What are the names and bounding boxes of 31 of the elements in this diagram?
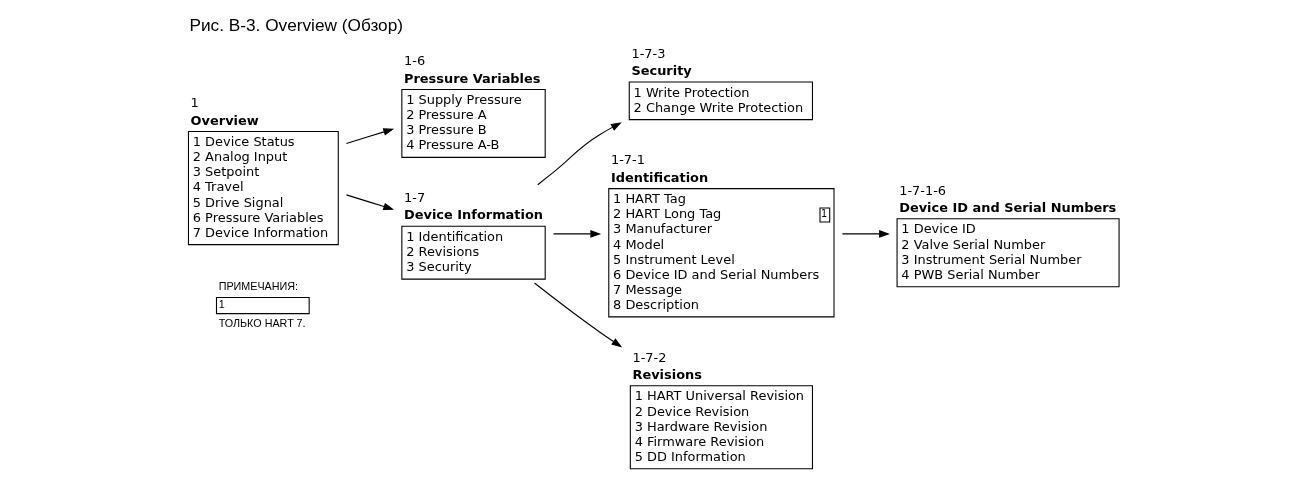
node-box: 1 Identification 2 Revisions 3 Security: [400, 225, 546, 280]
arrow: [536, 122, 622, 186]
node-label: 1-7-3: [630, 45, 665, 61]
arrow: [345, 128, 394, 145]
node-box: 1 Write Protection 2 Change Write Protection: [628, 81, 813, 121]
node-label: Pressure Variables: [403, 70, 541, 86]
node-label: Identification: [610, 169, 708, 185]
arrow: [533, 282, 622, 348]
label: ПРИМЕЧАНИЯ:: [218, 279, 298, 292]
arrow: [345, 194, 394, 211]
node-label: Revisions: [631, 366, 702, 382]
node-label: Overview: [190, 112, 259, 128]
node-label: 1-7: [403, 190, 425, 206]
arrow: [552, 230, 601, 238]
node-label: 1: [190, 95, 199, 111]
node-label: 1-7-1-6: [898, 182, 946, 198]
node-box: 1 Device Status 2 Analog Input 3 Setpoint 4 Travel 5 Drive Signal 6 Pressure Variables 7 Device Information: [187, 130, 339, 246]
node-label: 1-7-1: [610, 152, 645, 168]
node-label: Security: [630, 63, 692, 79]
label: 1: [218, 298, 225, 311]
arrow: [841, 230, 890, 238]
node-box: 1 Supply Pressure 2 Pressure A 3 Pressure B 4 Pressure A-B: [400, 88, 546, 158]
node-box: 1 HART Tag 2 HART Long Tag 1 3 Manufacturer 4 Model 5 Instrument Level 6 Device ID and Serial Numbers 7 Message 8 Description: [607, 188, 835, 318]
diagram-title: Рис. B-3. Overview (Обзор): [188, 14, 403, 35]
node-box: 1 Device ID 2 Valve Serial Number 3 Instrument Serial Number 4 PWB Serial Number: [896, 218, 1120, 288]
node-label: 1-7-2: [631, 349, 666, 365]
label: ТОЛЬКО HART 7.: [218, 316, 306, 329]
node-label: Device ID and Serial Numbers: [898, 199, 1116, 215]
node-label: 1-6: [403, 53, 425, 69]
node-box: 1 HART Universal Revision 2 Device Revision 3 Hardware Revision 4 Firmware Revision 5 DD Information: [629, 385, 813, 470]
node-label: Device Information: [403, 207, 543, 223]
